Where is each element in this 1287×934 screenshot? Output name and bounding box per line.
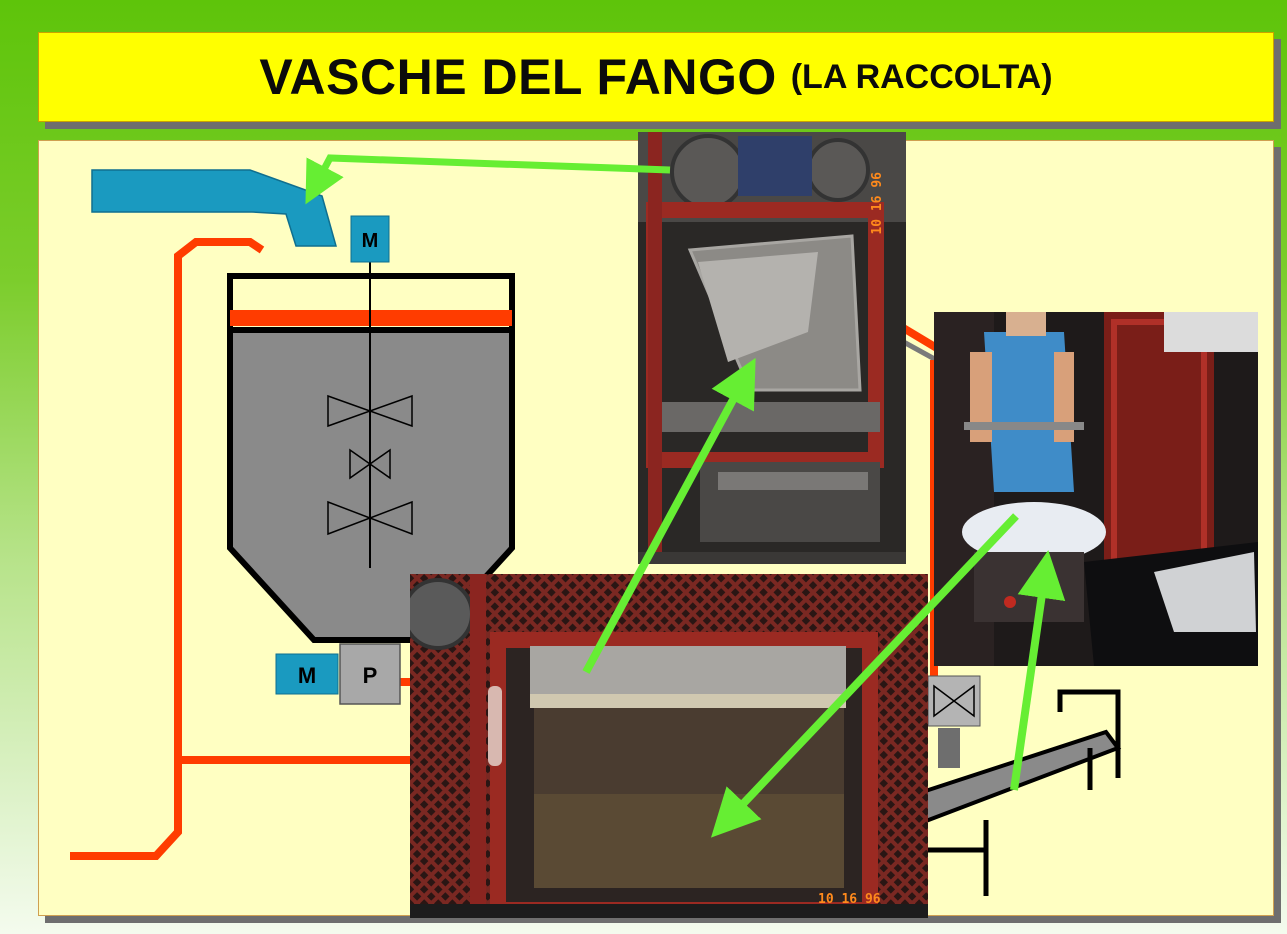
right-pipe-upper-grey (898, 337, 942, 365)
pump-box (339, 643, 401, 705)
agitator-blade-2b (368, 448, 391, 480)
agitator-blade-1b (367, 394, 413, 428)
feed-pipe (70, 238, 265, 860)
photo-date-stamp-bottom: 10 16 96 (818, 892, 881, 907)
motor-bottom (275, 653, 339, 695)
pump-label: P (363, 663, 378, 688)
valve-stem (938, 728, 960, 768)
motor-bottom-label: M (298, 663, 316, 688)
page-subtitle: (LA RACCOLTA) (790, 57, 1053, 96)
right-pipe-upper (897, 322, 943, 354)
agitator-blade-1 (327, 394, 373, 428)
trolley-handle (1057, 689, 1121, 778)
photo-screen-grille: 10 16 96 (410, 574, 928, 918)
motor-top (350, 215, 390, 263)
motor-top-label: M (362, 230, 379, 252)
valve-symbol-a (933, 684, 956, 718)
hopper-chute (91, 169, 337, 247)
title-box: VASCHE DEL FANGO (LA RACCOLTA) (38, 32, 1274, 122)
arrow-to-screen (710, 513, 1019, 838)
arrow-to-hopper (305, 154, 671, 205)
page-title: VASCHE DEL FANGO (259, 49, 777, 105)
agitator-blade-3b (367, 500, 413, 536)
arrow-to-hopper-photo (582, 357, 756, 674)
valve-symbol-b (952, 684, 975, 718)
arrow-to-trolley (1010, 550, 1066, 791)
agitator-blade-2 (349, 448, 372, 480)
agitator-blade-3 (327, 500, 373, 536)
